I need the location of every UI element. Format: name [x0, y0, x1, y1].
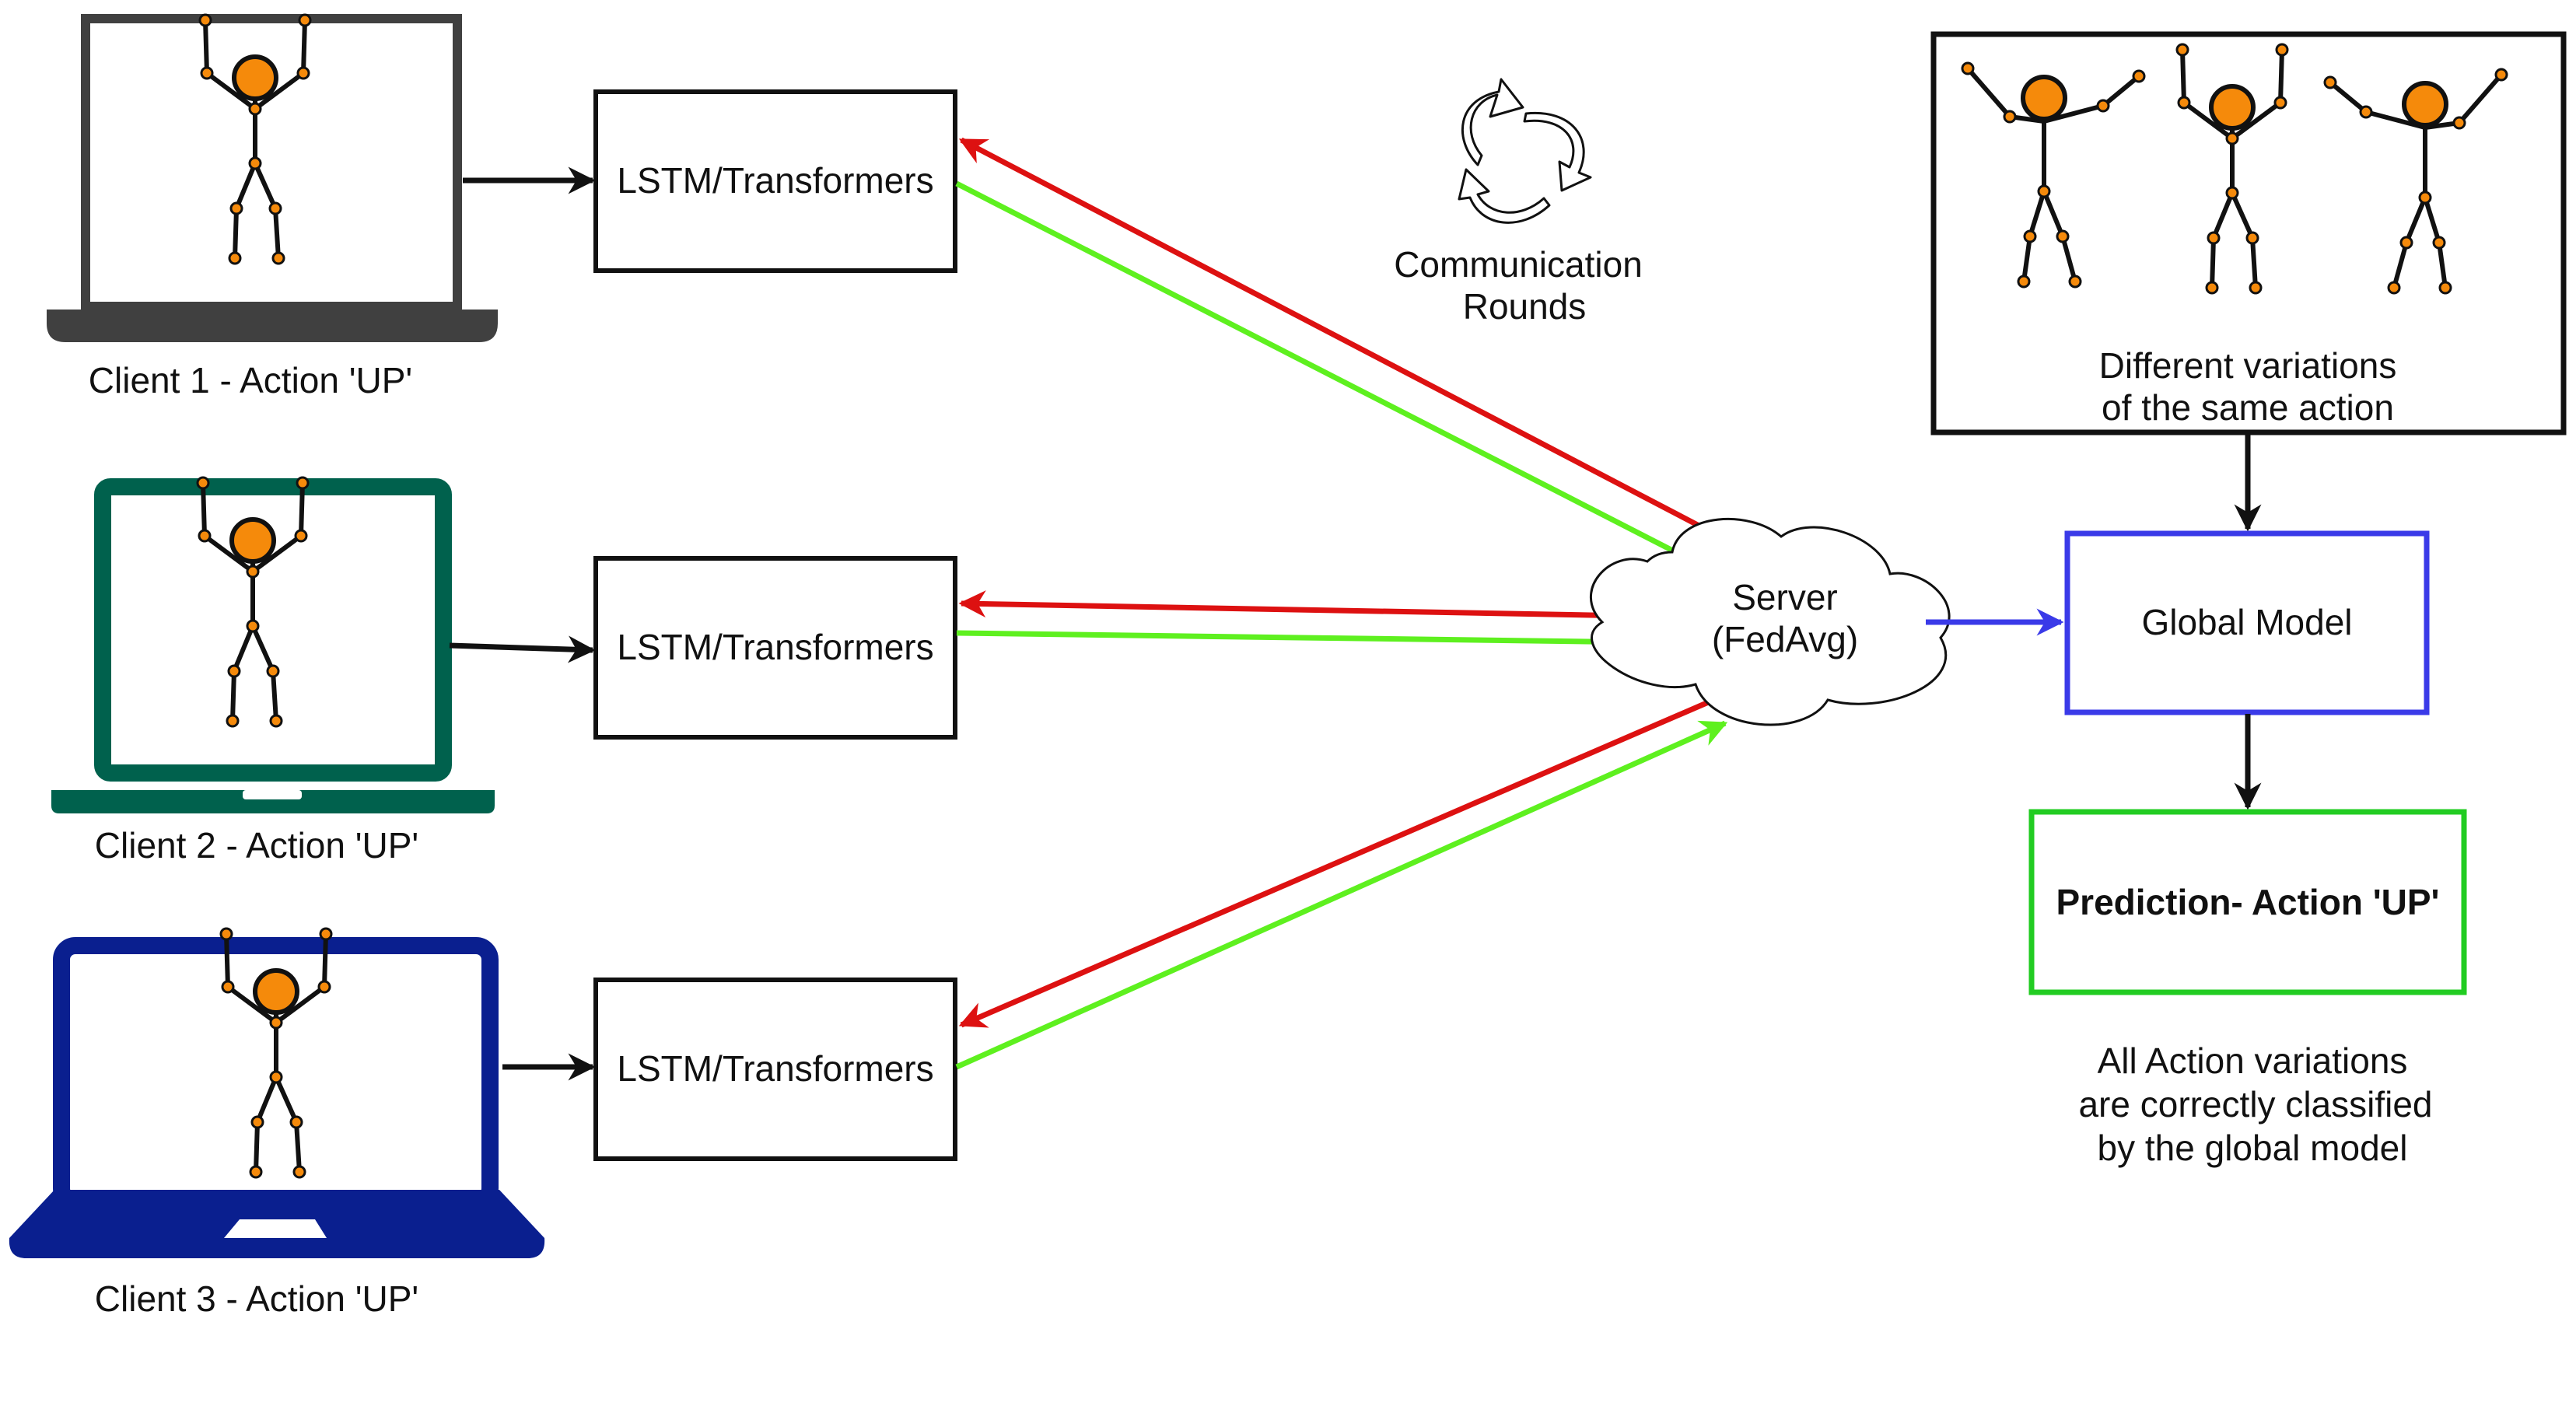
client-2-label: Client 2 - Action 'UP'	[95, 825, 418, 866]
svg-text:Prediction- Action 'UP': Prediction- Action 'UP'	[2056, 882, 2440, 922]
svg-text:Global Model: Global Model	[2141, 602, 2352, 642]
global-model-box: Global Model	[2064, 530, 2430, 715]
svg-text:LSTM/Transformers: LSTM/Transformers	[617, 627, 933, 667]
model-box-1: LSTM/Transformers	[593, 89, 957, 273]
server-label: Server	[1732, 577, 1837, 617]
recycle-arrows-icon	[1458, 78, 1592, 224]
prediction-box: Prediction- Action 'UP'	[2028, 809, 2467, 995]
svg-text:LSTM/Transformers: LSTM/Transformers	[617, 1048, 933, 1089]
model-3-to-server-arrow	[955, 720, 1728, 1070]
server-to-model-1-arrow	[958, 137, 1724, 541]
note-line1: All Action variations	[2098, 1041, 2408, 1081]
client-3-laptop-icon	[9, 929, 545, 1258]
note-line3: by the global model	[2098, 1128, 2408, 1168]
note-line2: are correctly classified	[2078, 1084, 2432, 1124]
model-2-to-server-arrow	[956, 628, 1650, 656]
communication-rounds-line1: Communication	[1394, 244, 1643, 285]
client-1-label: Client 1 - Action 'UP'	[89, 360, 412, 400]
server-cloud: Server (FedAvg)	[1590, 517, 1951, 726]
client-2-to-model-arrow	[449, 635, 596, 663]
server-to-model-2-arrow	[958, 590, 1633, 619]
client-1-laptop-icon	[47, 15, 498, 342]
server-algorithm-label: (FedAvg)	[1712, 619, 1858, 659]
svg-text:LSTM/Transformers: LSTM/Transformers	[617, 160, 933, 201]
variations-label-line2: of the same action	[2102, 387, 2394, 428]
model-box-3: LSTM/Transformers	[593, 978, 957, 1161]
model-1-to-server-arrow	[955, 180, 1697, 565]
model-box-2: LSTM/Transformers	[593, 556, 957, 740]
variations-label-line1: Different variations	[2099, 345, 2397, 386]
client-3-label: Client 3 - Action 'UP'	[95, 1278, 418, 1319]
server-to-model-3-arrow	[958, 695, 1719, 1028]
client-2-laptop-icon	[51, 477, 495, 813]
communication-rounds-line2: Rounds	[1463, 286, 1587, 327]
variations-box: Different variations of the same action	[1930, 31, 2567, 435]
